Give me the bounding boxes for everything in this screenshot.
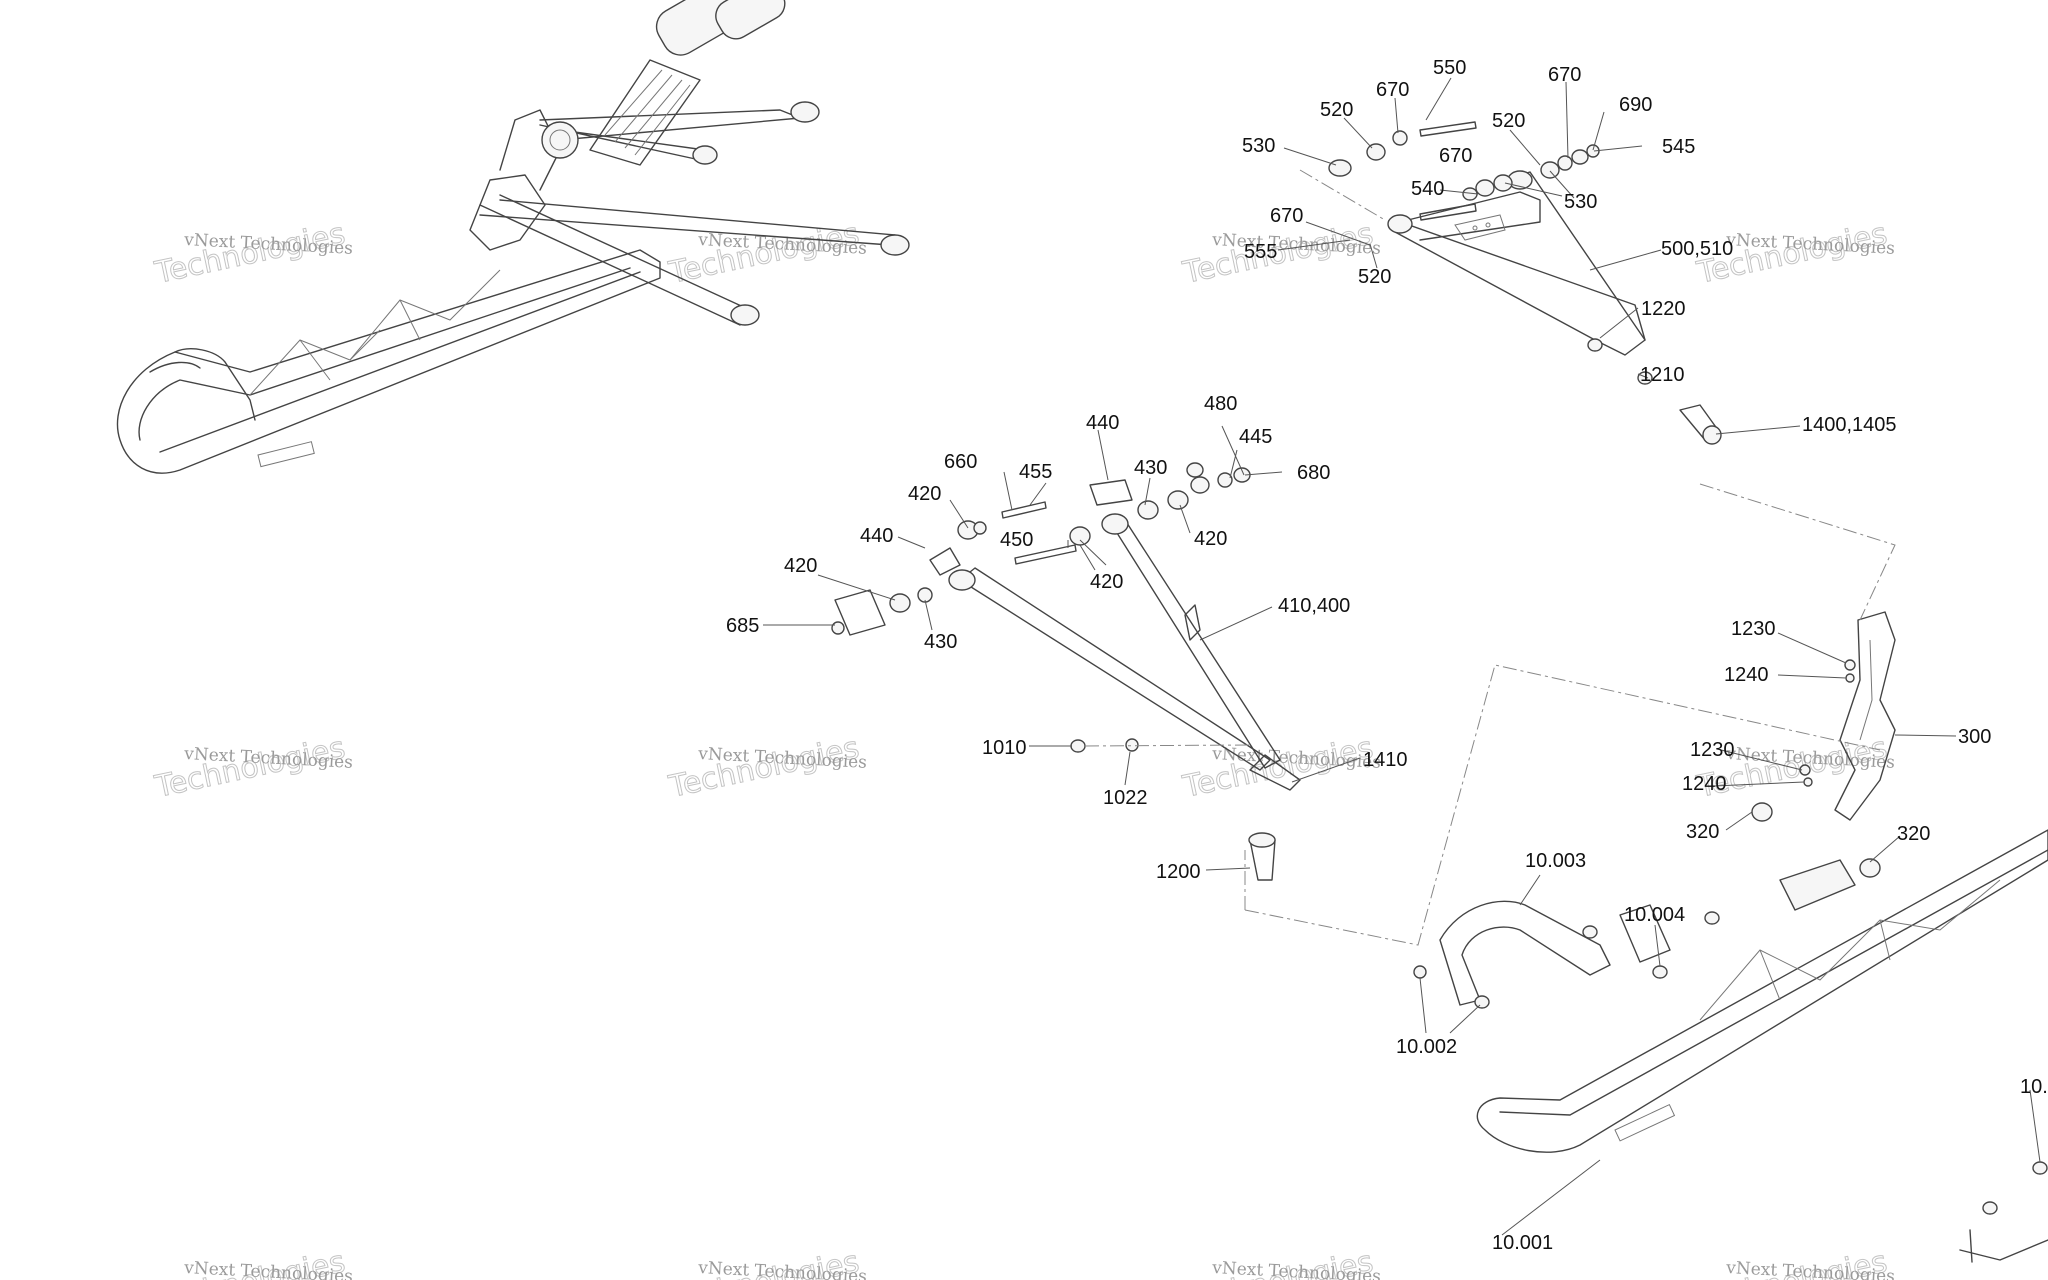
callout-10-002: 10.002 bbox=[1396, 1036, 1457, 1058]
callout-680: 680 bbox=[1297, 462, 1330, 484]
callout-550: 550 bbox=[1433, 57, 1466, 79]
callout-670: 670 bbox=[1548, 64, 1581, 86]
callout-leaders bbox=[763, 77, 2041, 1236]
callout-320: 320 bbox=[1897, 823, 1930, 845]
callout-1022: 1022 bbox=[1103, 787, 1148, 809]
callout-10-003: 10.003 bbox=[1525, 850, 1586, 872]
spindle-ski-exploded bbox=[1244, 483, 2048, 1263]
callout-1210: 1210 bbox=[1640, 364, 1685, 386]
watermark-r1c3: Technologies vNext Technologies bbox=[1179, 216, 1382, 292]
watermark-r3c4: Technologies vNext Technologies bbox=[1693, 1244, 1896, 1280]
callout-430: 430 bbox=[924, 631, 957, 653]
callout-690: 690 bbox=[1619, 94, 1652, 116]
watermark-r2c2: Technologies vNext Technologies bbox=[665, 730, 868, 806]
callout-1220: 1220 bbox=[1641, 298, 1686, 320]
callout-1230: 1230 bbox=[1731, 618, 1776, 640]
callout-420: 420 bbox=[1090, 571, 1123, 593]
assembled-suspension-illustration bbox=[116, 0, 910, 474]
lower-a-arm-exploded bbox=[831, 462, 1301, 881]
callout-420: 420 bbox=[1194, 528, 1227, 550]
callout-1230: 1230 bbox=[1690, 739, 1735, 761]
callout-500-510: 500,510 bbox=[1661, 238, 1733, 260]
callout-10-0-partial: 10.0 bbox=[2020, 1076, 2048, 1098]
callout-540: 540 bbox=[1411, 178, 1444, 200]
watermark-r1c2: Technologies vNext Technologies bbox=[665, 216, 868, 292]
watermark-r1c1: Technologies vNext Technologies bbox=[151, 216, 354, 292]
callout-670: 670 bbox=[1376, 79, 1409, 101]
callout-670: 670 bbox=[1439, 145, 1472, 167]
callout-labels: 550 520 670 670 690 520 530 545 540 670 … bbox=[726, 57, 2048, 1254]
callout-520: 520 bbox=[1358, 266, 1391, 288]
callout-320: 320 bbox=[1686, 821, 1719, 843]
callout-430: 430 bbox=[1134, 457, 1167, 479]
callout-520: 520 bbox=[1320, 99, 1353, 121]
callout-660: 660 bbox=[944, 451, 977, 473]
callout-1410: 1410 bbox=[1363, 749, 1408, 771]
callout-445: 445 bbox=[1239, 426, 1272, 448]
callout-555: 555 bbox=[1244, 241, 1277, 263]
callout-1010: 1010 bbox=[982, 737, 1027, 759]
callout-530: 530 bbox=[1564, 191, 1597, 213]
callout-10-001: 10.001 bbox=[1492, 1232, 1553, 1254]
watermark-r3c3: Technologies vNext Technologies bbox=[1179, 1244, 1382, 1280]
callout-520: 520 bbox=[1492, 110, 1525, 132]
callout-10-004: 10.004 bbox=[1624, 904, 1685, 926]
callout-530: 530 bbox=[1242, 135, 1275, 157]
upper-a-arm-exploded bbox=[1299, 121, 1722, 445]
callout-1240: 1240 bbox=[1682, 773, 1727, 795]
callout-440: 440 bbox=[1086, 412, 1119, 434]
callout-1240: 1240 bbox=[1724, 664, 1769, 686]
callout-440: 440 bbox=[860, 525, 893, 547]
callout-685: 685 bbox=[726, 615, 759, 637]
watermark-r3c1: Technologies vNext Technologies bbox=[151, 1244, 354, 1280]
callout-410-400: 410,400 bbox=[1278, 595, 1350, 617]
callout-1200: 1200 bbox=[1156, 861, 1201, 883]
callout-670: 670 bbox=[1270, 205, 1303, 227]
watermark-r2c1: Technologies vNext Technologies bbox=[151, 730, 354, 806]
watermark-r2c3: Technologies vNext Technologies bbox=[1179, 730, 1382, 806]
callout-455: 455 bbox=[1019, 461, 1052, 483]
callout-300: 300 bbox=[1958, 726, 1991, 748]
callout-450: 450 bbox=[1000, 529, 1033, 551]
callout-420: 420 bbox=[908, 483, 941, 505]
callout-420: 420 bbox=[784, 555, 817, 577]
watermark-r3c2: Technologies vNext Technologies bbox=[665, 1244, 868, 1280]
callout-480: 480 bbox=[1204, 393, 1237, 415]
callout-545: 545 bbox=[1662, 136, 1695, 158]
callout-1400-1405: 1400,1405 bbox=[1802, 414, 1897, 436]
